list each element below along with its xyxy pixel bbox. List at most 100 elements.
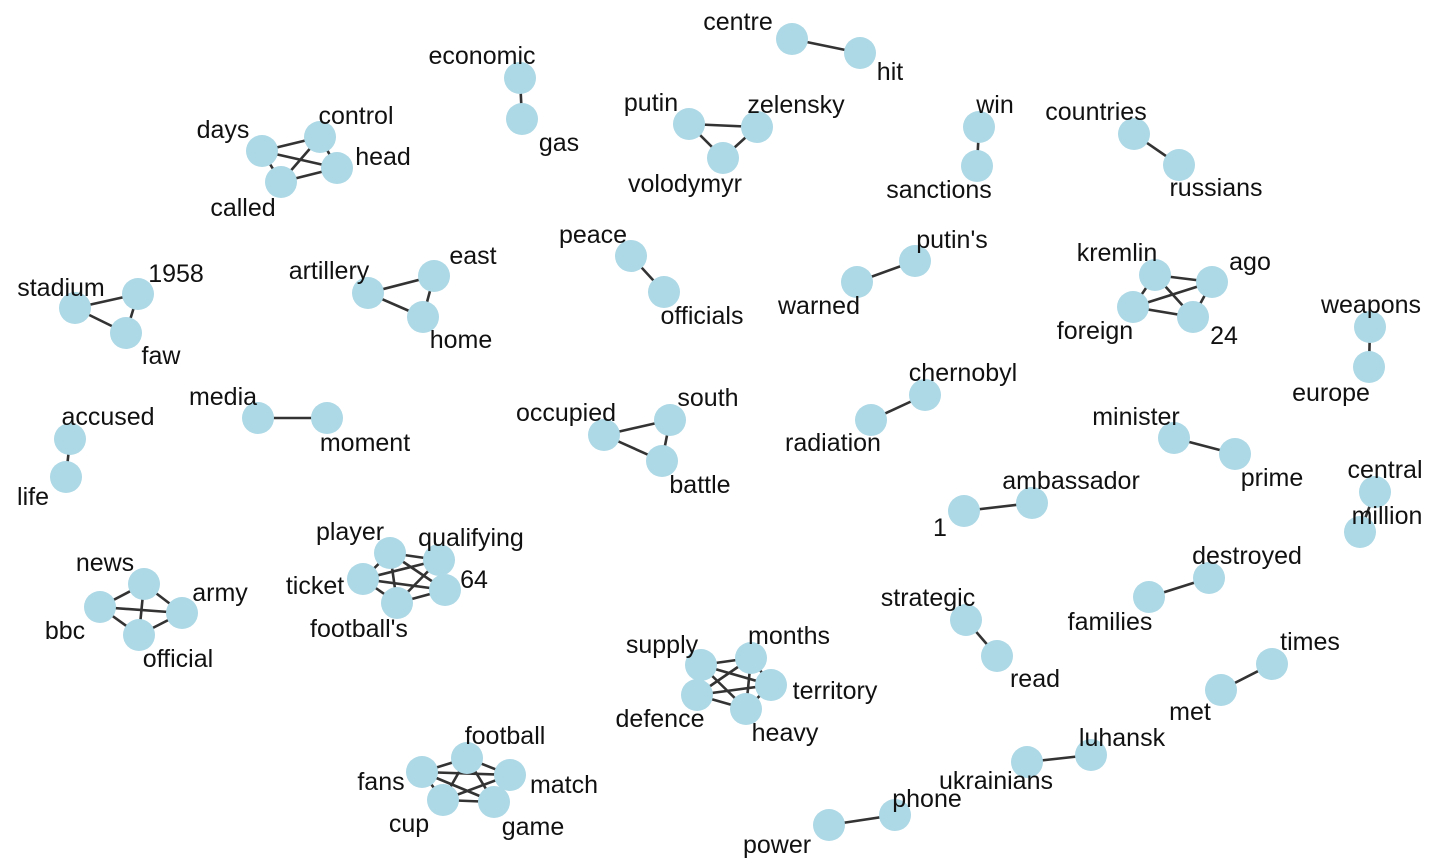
node-home	[407, 301, 439, 333]
node-prime	[1219, 438, 1251, 470]
node-label-months: months	[748, 622, 830, 650]
node-read	[981, 640, 1013, 672]
node-win	[963, 111, 995, 143]
node-player	[374, 537, 406, 569]
node-label-battle: battle	[669, 471, 730, 499]
node-news	[128, 568, 160, 600]
node-sanctions	[961, 150, 993, 182]
node-label-head: head	[355, 143, 411, 171]
node-label-accused: accused	[61, 403, 154, 431]
node-label-met: met	[1169, 698, 1211, 726]
node-label-ukrainians: ukrainians	[939, 767, 1053, 795]
node-label-player: player	[316, 518, 384, 546]
node-putin-s	[899, 245, 931, 277]
node-label-south: south	[677, 384, 738, 412]
node-centre	[776, 23, 808, 55]
node-families	[1133, 581, 1165, 613]
node-media	[242, 402, 274, 434]
node-label-1: 1	[933, 514, 947, 542]
node-label-warned: warned	[777, 292, 860, 320]
node-supply	[685, 649, 717, 681]
node-million	[1344, 516, 1376, 548]
node-label-countries: countries	[1045, 98, 1146, 126]
node-label-economic: economic	[429, 42, 536, 70]
node-label-officials: officials	[661, 302, 744, 330]
node-game	[478, 786, 510, 818]
node-label-power: power	[743, 831, 811, 859]
node-luhansk	[1075, 739, 1107, 771]
node-label-football-s: football's	[310, 615, 408, 643]
node-label-sanctions: sanctions	[886, 176, 992, 204]
node-label-territory: territory	[793, 677, 878, 705]
node-putin	[673, 108, 705, 140]
node-met	[1205, 674, 1237, 706]
node-countries	[1118, 118, 1150, 150]
node-label-win: win	[975, 91, 1014, 119]
node-label-times: times	[1280, 628, 1340, 656]
node-label-media: media	[189, 383, 257, 411]
node-label-foreign: foreign	[1057, 317, 1133, 345]
node-south	[654, 404, 686, 436]
node-label-prime: prime	[1241, 464, 1304, 492]
node-64	[429, 574, 461, 606]
node-cup	[427, 784, 459, 816]
node-label-kremlin: kremlin	[1077, 239, 1158, 267]
node-label-home: home	[430, 326, 493, 354]
node-control	[304, 121, 336, 153]
node-label-24: 24	[1210, 322, 1238, 350]
node-label-ambassador: ambassador	[1002, 467, 1140, 495]
node-1	[948, 495, 980, 527]
node-ambassador	[1016, 487, 1048, 519]
node-label-russians: russians	[1169, 174, 1262, 202]
node-life	[50, 461, 82, 493]
node-label-qualifying: qualifying	[418, 524, 524, 552]
node-label-control: control	[318, 102, 393, 130]
node-label-families: families	[1068, 608, 1153, 636]
node-minister	[1158, 422, 1190, 454]
node-hit	[844, 37, 876, 69]
node-head	[321, 152, 353, 184]
node-qualifying	[423, 544, 455, 576]
node-label-luhansk: luhansk	[1079, 724, 1166, 752]
node-label-gas: gas	[539, 129, 579, 157]
node-match	[494, 759, 526, 791]
node-heavy	[730, 693, 762, 725]
node-economic	[504, 62, 536, 94]
node-label-million: million	[1352, 502, 1423, 530]
node-called	[265, 166, 297, 198]
node-bbc	[84, 591, 116, 623]
node-label-stadium: stadium	[17, 274, 105, 302]
node-months	[735, 642, 767, 674]
node-east	[418, 260, 450, 292]
node-territory	[755, 669, 787, 701]
node-russians	[1163, 149, 1195, 181]
node-label-centre: centre	[703, 8, 772, 36]
node-label-fans: fans	[357, 768, 404, 796]
node-defence	[681, 679, 713, 711]
node-times	[1256, 648, 1288, 680]
node-power	[813, 809, 845, 841]
node-ukrainians	[1011, 746, 1043, 778]
node-label-radiation: radiation	[785, 429, 881, 457]
node-label-putin: putin	[624, 89, 678, 117]
node-football-s	[381, 587, 413, 619]
node-days	[246, 135, 278, 167]
node-central	[1359, 476, 1391, 508]
node-label-artillery: artillery	[289, 257, 370, 285]
node-label-army: army	[192, 579, 248, 607]
node-label-destroyed: destroyed	[1192, 542, 1302, 570]
node-label-occupied: occupied	[516, 399, 616, 427]
node-label-chernobyl: chernobyl	[909, 359, 1017, 387]
node-label-peace: peace	[559, 221, 627, 249]
node-label-official: official	[143, 645, 213, 673]
node-label-defence: defence	[616, 705, 705, 733]
node-fans	[406, 756, 438, 788]
node-accused	[54, 423, 86, 455]
node-label-europe: europe	[1292, 379, 1370, 407]
node-label-life: life	[17, 483, 49, 511]
node-1958	[122, 278, 154, 310]
node-officials	[648, 276, 680, 308]
node-strategic	[950, 604, 982, 636]
node-label-heavy: heavy	[752, 719, 819, 747]
